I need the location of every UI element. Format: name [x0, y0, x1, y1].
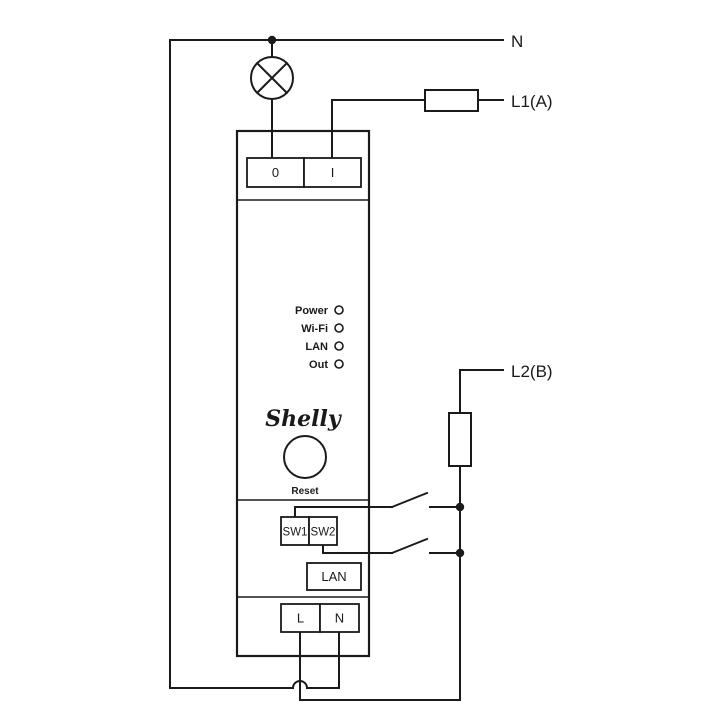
sw2-wire [322, 544, 393, 554]
terminal-output-0 [246, 157, 305, 188]
junction-dot-sw2 [455, 548, 465, 558]
brand-logo: Shelly [265, 406, 343, 432]
led-out-icon [334, 359, 344, 369]
terminal-output-0-label: 0 [272, 165, 279, 180]
terminal-sw1-label: SW1 [283, 527, 308, 539]
fuse-l2-icon [448, 412, 472, 467]
reset-button-label: Reset [291, 486, 319, 497]
led-label-wifi: Wi-Fi [301, 323, 328, 335]
line-b-label: L2(B) [511, 362, 553, 381]
neutral-line-label: N [511, 32, 523, 51]
led-power-icon [334, 305, 344, 315]
sw1-wire [294, 506, 393, 518]
led-lan-icon [334, 341, 344, 351]
lamp-icon [250, 56, 294, 100]
line-a-label: L1(A) [511, 92, 553, 111]
terminal-line-label: L [297, 611, 304, 626]
terminal-neutral [319, 603, 360, 633]
led-wifi-icon [334, 323, 344, 333]
led-label-lan: LAN [305, 341, 328, 353]
lan-port [306, 562, 362, 591]
terminal-sw2 [308, 516, 338, 546]
terminal-neutral-label: N [335, 611, 344, 626]
l2-feed-wire-lower [299, 465, 461, 701]
led-label-power: Power [295, 305, 329, 317]
reset-button [283, 435, 327, 479]
terminal-sw2-label: SW2 [311, 527, 336, 539]
junction-dot-sw1 [455, 502, 465, 512]
l2-feed-wire-upper [459, 369, 504, 414]
fuse-l1-icon [424, 89, 479, 112]
l1-feed-wire-left [331, 99, 426, 159]
lan-port-label: LAN [321, 569, 346, 584]
terminal-output-i [303, 157, 362, 188]
switch-2-blade-icon [390, 537, 429, 555]
terminal-output-i-label: I [331, 165, 335, 180]
switch-1-blade-icon [390, 491, 429, 509]
junction-dot-neutral [267, 35, 277, 45]
led-label-out: Out [309, 359, 328, 371]
